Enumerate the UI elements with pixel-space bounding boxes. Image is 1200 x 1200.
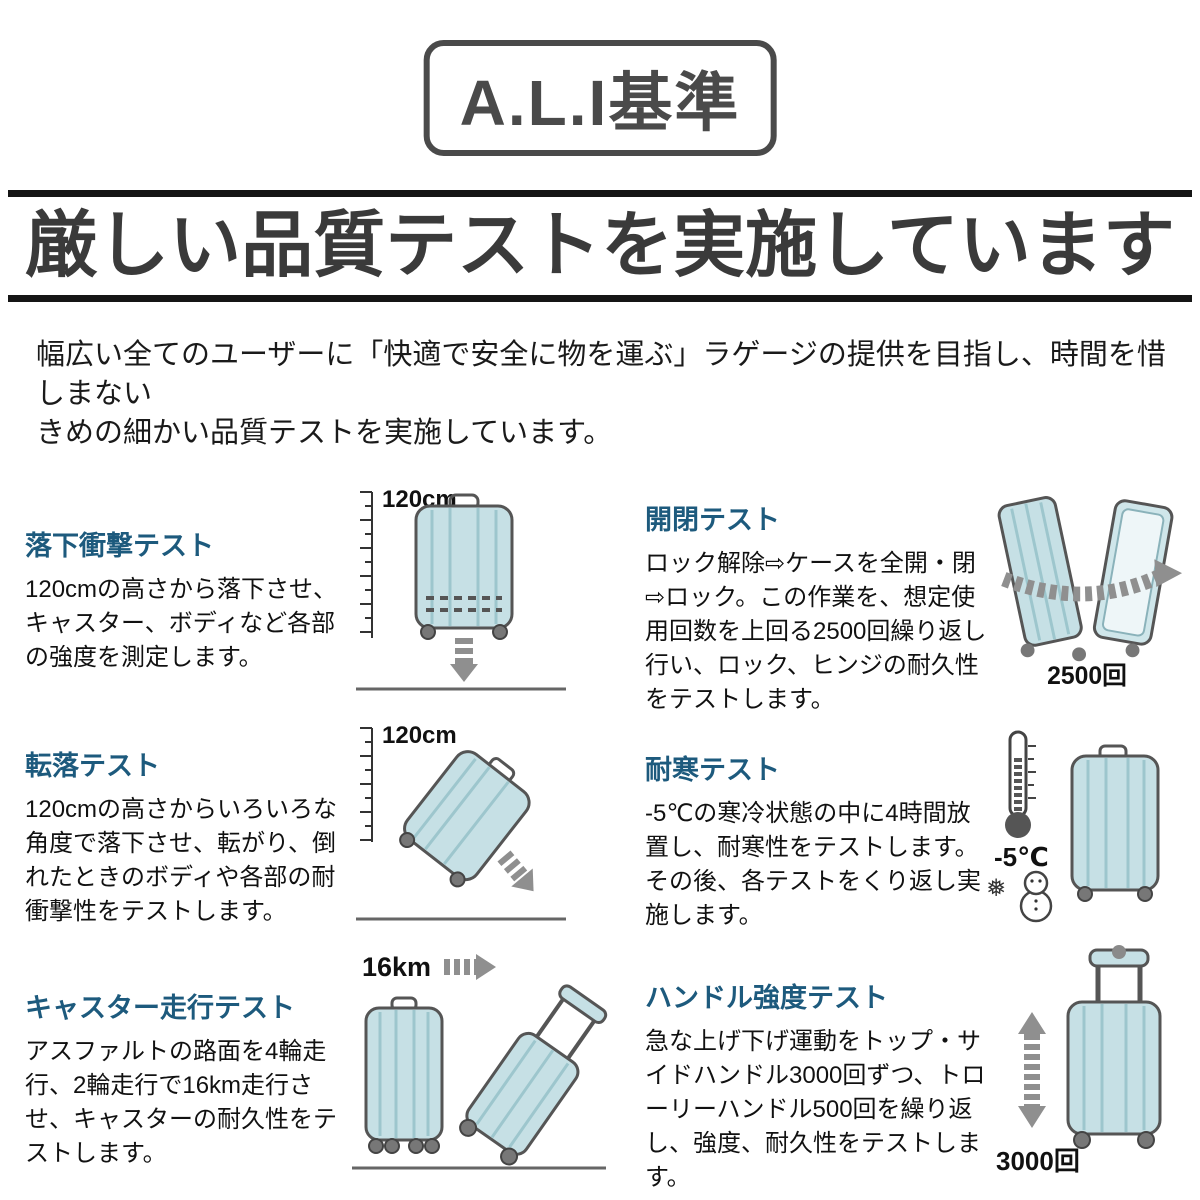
open-close-test-illustration: 2500回 bbox=[997, 496, 1183, 688]
right-arrow-icon bbox=[444, 954, 496, 980]
test-handle-strength-description: 急な上げ下げ運動をトップ・サイドハンドル3000回ずつ、トローリーハンドル500… bbox=[645, 1028, 986, 1192]
tumble-test-illustration: 120cm bbox=[356, 722, 566, 921]
test-drop-impact: 落下衝撃テスト 120cmの高さから落下させ、キャスター、ボディなど各部の強度を… bbox=[25, 524, 353, 675]
caster-test-illustration: 16km bbox=[352, 952, 608, 1170]
temperature-label: -5℃ bbox=[994, 842, 1049, 872]
up-down-arrow-icon bbox=[1018, 1012, 1046, 1128]
cold-test-illustration: -5℃ ❅ bbox=[986, 730, 1160, 923]
test-tumble-description: 120cmの高さからいろいろな角度で落下させ、転がり、倒れたときのボディや各部の… bbox=[25, 796, 338, 926]
tumble-height-label: 120cm bbox=[382, 722, 457, 749]
open-suitcase-icon bbox=[997, 496, 1174, 662]
intro-line-1: 幅広い全てのユーザーに「快適で安全に物を運ぶ」ラゲージの提供を目指し、時間を惜し… bbox=[36, 339, 1166, 410]
down-arrow-icon bbox=[450, 638, 478, 682]
down-right-arrow-icon bbox=[497, 850, 534, 892]
test-caster-running: キャスター走行テスト アスファルトの路面を4輪走行、2輪走行で16km走行させ、… bbox=[25, 986, 359, 1171]
hand-icon bbox=[1112, 945, 1126, 959]
test-drop-impact-title: 落下衝撃テスト bbox=[25, 531, 214, 561]
test-drop-impact-description: 120cmの高さから落下させ、キャスター、ボディなど各部の強度を測定します。 bbox=[25, 576, 338, 672]
suitcase-front-icon bbox=[414, 493, 514, 640]
drop-test-illustration: 120cm bbox=[356, 486, 566, 691]
test-cold-resistance-description: -5℃の寒冷状態の中に4時間放置し、耐寒性をテストします。その後、各テストをくり… bbox=[645, 800, 981, 930]
test-handle-strength: ハンドル強度テスト 急な上げ下げ運動をトップ・サイドハンドル3000回ずつ、トロ… bbox=[645, 976, 995, 1195]
open-close-count-label: 2500回 bbox=[1047, 663, 1127, 688]
title-rule-top bbox=[8, 190, 1192, 197]
ali-standard-logo-text: A.L.I基準 bbox=[459, 67, 741, 139]
test-tumble: 転落テスト 120cmの高さからいろいろな角度で落下させ、転がり、倒れたときのボ… bbox=[25, 744, 359, 929]
ali-standard-logo: A.L.I基準 bbox=[423, 40, 777, 156]
trolley-suitcase-icon bbox=[1066, 945, 1162, 1149]
test-caster-running-title: キャスター走行テスト bbox=[25, 993, 295, 1023]
distance-label: 16km bbox=[362, 952, 431, 982]
test-cold-resistance: 耐寒テスト -5℃の寒冷状態の中に4時間放置し、耐寒性をテストします。その後、各… bbox=[645, 748, 987, 933]
handle-count-label: 3000回 bbox=[996, 1146, 1080, 1176]
ruler-icon bbox=[360, 727, 373, 842]
snowflake-icon: ❅ bbox=[986, 875, 1006, 902]
test-tumble-title: 転落テスト bbox=[25, 751, 160, 781]
ruler-icon bbox=[360, 491, 373, 638]
handle-test-illustration: 3000回 bbox=[996, 945, 1162, 1176]
thermometer-icon bbox=[1005, 730, 1036, 838]
test-handle-strength-title: ハンドル強度テスト bbox=[645, 983, 888, 1013]
title-rule-bottom bbox=[8, 295, 1192, 302]
suitcase-icon bbox=[1070, 744, 1160, 902]
upright-suitcase-icon bbox=[364, 996, 444, 1154]
snowman-icon bbox=[1019, 870, 1053, 923]
page-title: 厳しい品質テストを実施しています bbox=[25, 206, 1175, 286]
tilted-suitcase-icon bbox=[399, 750, 531, 888]
cycle-arrow-icon bbox=[1001, 559, 1183, 602]
test-open-close: 開閉テスト ロック解除⇨ケースを全開・閉⇨ロック。この作業を、想定使用回数を上回… bbox=[645, 498, 995, 717]
test-open-close-title: 開閉テスト bbox=[645, 505, 780, 535]
test-cold-resistance-title: 耐寒テスト bbox=[645, 755, 780, 785]
intro-paragraph: 幅広い全てのユーザーに「快適で安全に物を運ぶ」ラゲージの提供を目指し、時間を惜し… bbox=[36, 336, 1184, 453]
test-caster-running-description: アスファルトの路面を4輪走行、2輪走行で16km走行させ、キャスターの耐久性をテ… bbox=[25, 1038, 337, 1168]
intro-line-2: きめの細かい品質テストを実施しています。 bbox=[36, 416, 613, 449]
rolling-suitcase-icon bbox=[459, 984, 608, 1166]
test-open-close-description: ロック解除⇨ケースを全開・閉⇨ロック。この作業を、想定使用回数を上回る2500回… bbox=[645, 550, 987, 714]
